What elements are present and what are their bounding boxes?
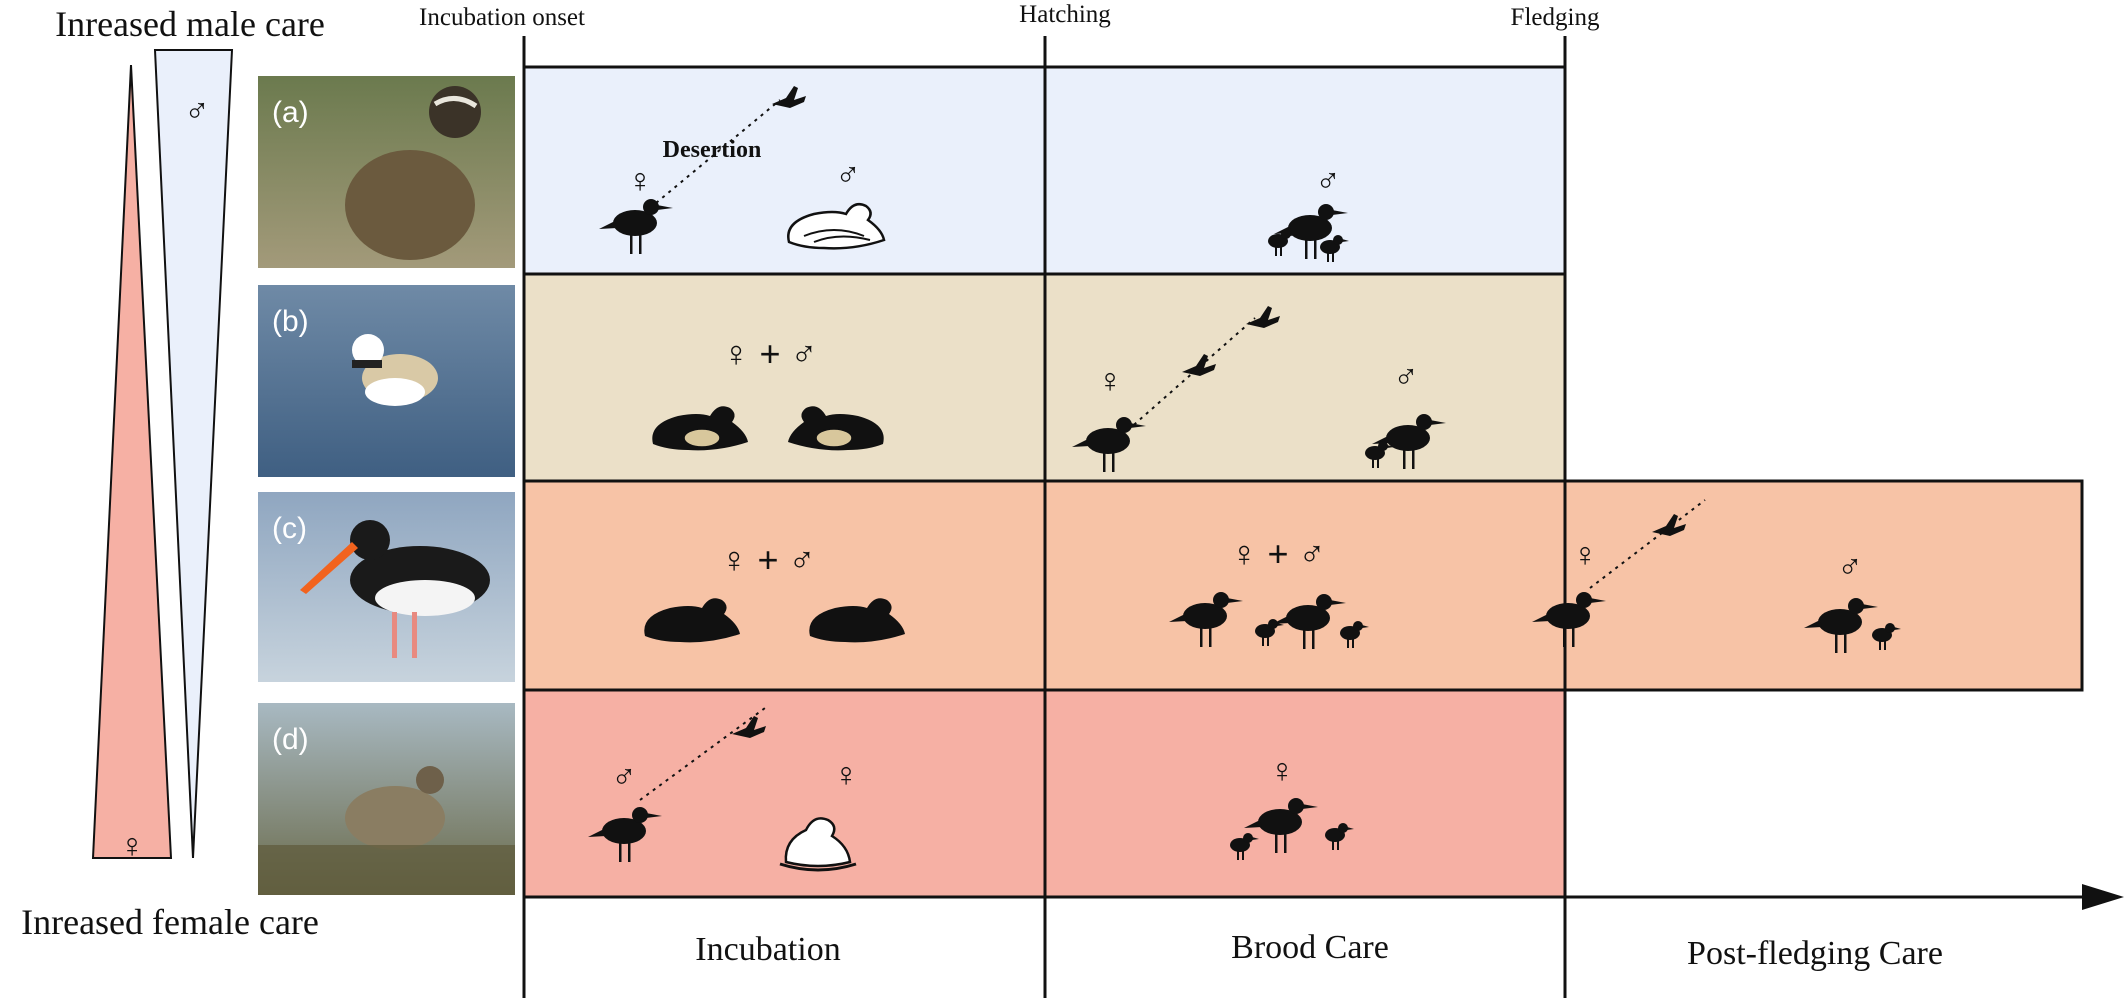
row-b-incubation: ♀ + ♂ bbox=[652, 333, 884, 451]
row-c-incubation: ♀ + ♂ bbox=[644, 539, 905, 643]
row-a-female-symbol: ♀ bbox=[627, 162, 653, 200]
svg-text:(d): (d) bbox=[272, 723, 309, 756]
row-a-brood: ♂ bbox=[1268, 162, 1349, 262]
row-c-brood: ♀ + ♂ bbox=[1169, 533, 1369, 649]
row-d-male-symbol: ♂ bbox=[611, 758, 637, 796]
female-care-label: Inreased female care bbox=[21, 902, 319, 942]
wedge-male-symbol: ♂ bbox=[184, 92, 210, 130]
female-care-wedge bbox=[91, 64, 173, 859]
phase-post-fledging-care: Post-fledging Care bbox=[1687, 935, 1943, 972]
male-care-wedge bbox=[153, 49, 234, 859]
row-b-brood: ♀ ♂ bbox=[1072, 306, 1446, 472]
phase-brood-care: Brood Care bbox=[1231, 929, 1389, 966]
row-a-male-symbol: ♂ bbox=[835, 156, 861, 194]
row-c-pair-symbols: ♀ + ♂ bbox=[720, 539, 815, 580]
row-a-incubation: ♀ ♂ Desertion bbox=[599, 86, 886, 254]
row-d-female-symbol: ♀ bbox=[833, 756, 859, 794]
photo-a: (a) bbox=[258, 76, 515, 268]
phase-incubation: Incubation bbox=[695, 931, 840, 968]
row-c-brood-pair-symbols: ♀ + ♂ bbox=[1230, 533, 1325, 574]
photo-d: (d) bbox=[258, 703, 515, 895]
row-b-pair-symbols: ♀ + ♂ bbox=[722, 333, 817, 374]
incubating-male-icon bbox=[787, 203, 886, 250]
row-c-box bbox=[522, 479, 2084, 692]
desertion-label: Desertion bbox=[663, 137, 762, 163]
svg-text:(a): (a) bbox=[272, 96, 309, 129]
incubating-male-icon bbox=[788, 406, 884, 451]
row-b-male-symbol: ♂ bbox=[1393, 358, 1419, 396]
time-axis-arrowhead bbox=[2082, 884, 2124, 910]
male-care-label: Inreased male care bbox=[55, 4, 325, 44]
row-a-brood-male-symbol: ♂ bbox=[1315, 162, 1341, 200]
svg-text:(c): (c) bbox=[272, 512, 307, 545]
wedge-female-symbol: ♀ bbox=[119, 827, 145, 865]
row-c-male-symbol: ♂ bbox=[1837, 548, 1863, 586]
svg-text:(b): (b) bbox=[272, 305, 309, 338]
row-c-post-fledging: ♀ ♂ bbox=[1532, 499, 1901, 653]
row-d-brood: ♀ bbox=[1230, 752, 1354, 860]
milestone-incubation-onset: Incubation onset bbox=[419, 4, 585, 31]
row-b-female-symbol: ♀ bbox=[1097, 362, 1123, 400]
incubating-female-icon bbox=[779, 817, 857, 872]
milestone-hatching: Hatching bbox=[1019, 1, 1111, 28]
row-d-incubation: ♂ ♀ bbox=[588, 707, 859, 872]
row-c-female-symbol: ♀ bbox=[1572, 536, 1598, 574]
incubating-female-icon bbox=[652, 406, 748, 451]
photo-c: (c) bbox=[258, 492, 515, 682]
photo-b: (b) bbox=[258, 285, 515, 477]
milestone-fledging: Fledging bbox=[1511, 4, 1600, 31]
row-d-brood-female-symbol: ♀ bbox=[1269, 752, 1295, 790]
